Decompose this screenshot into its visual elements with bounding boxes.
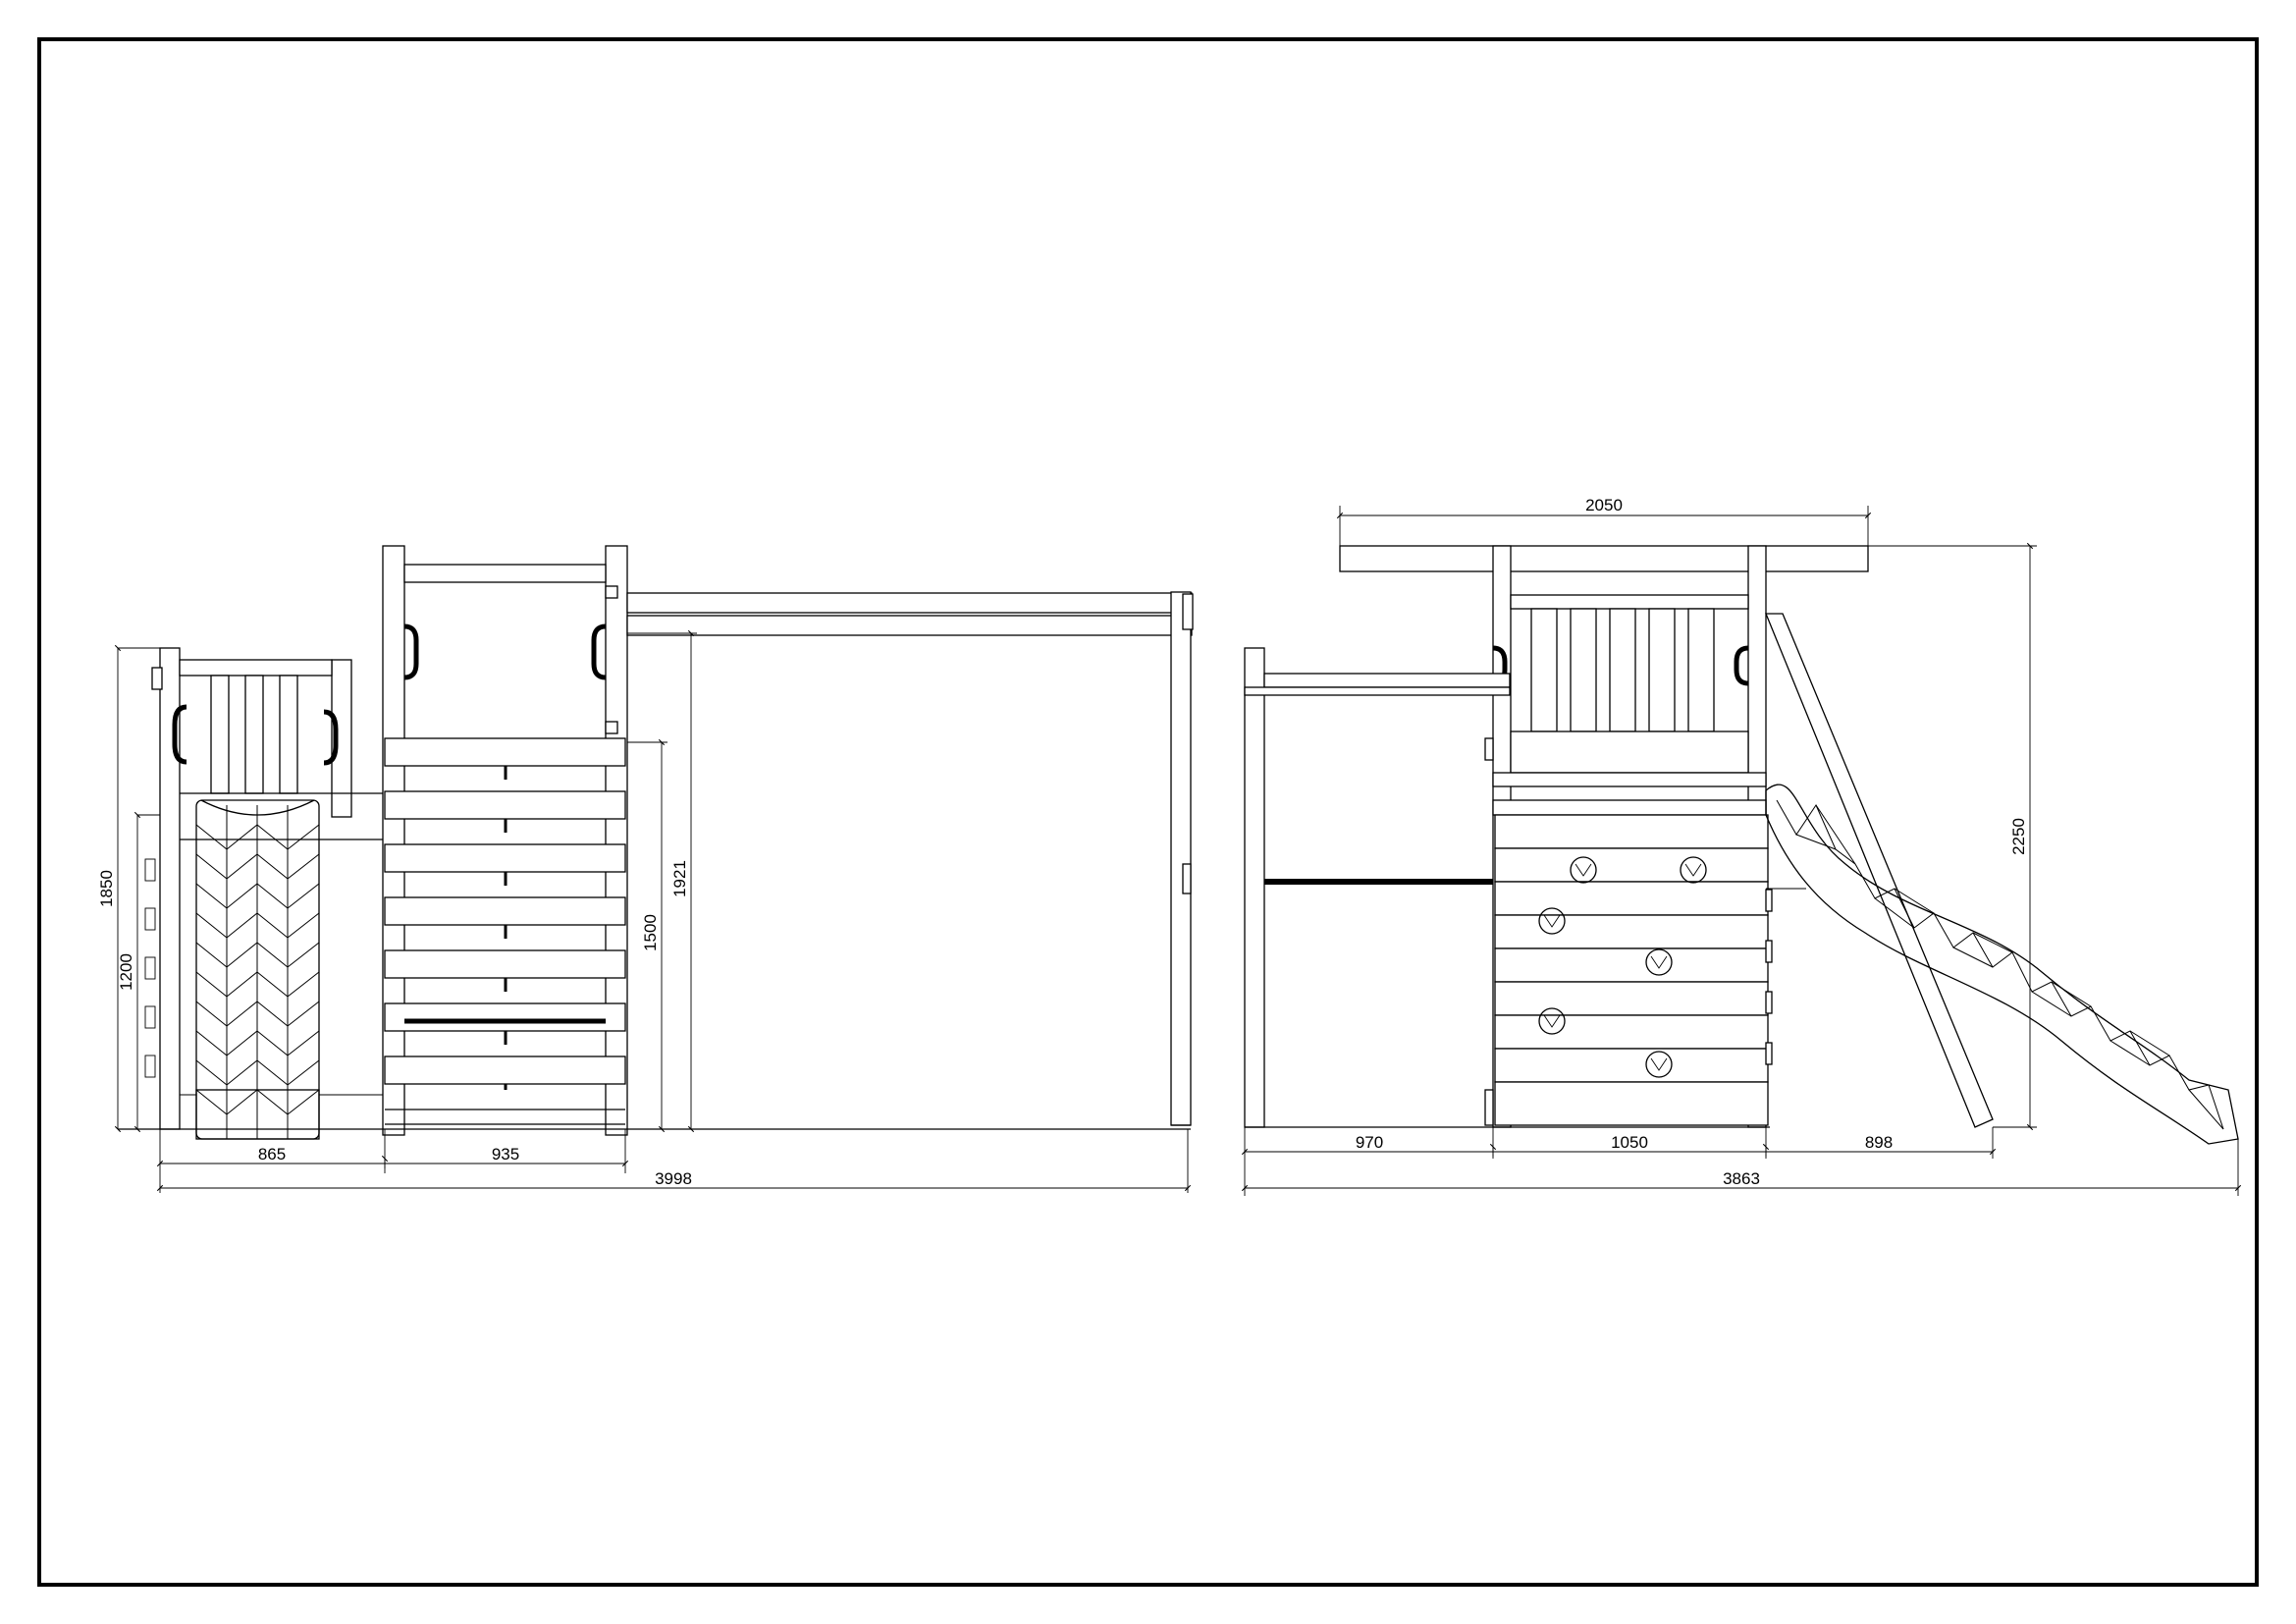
handle-icon <box>403 623 419 680</box>
climbing-hold-icon <box>1570 856 1597 884</box>
dim-1850: 1850 <box>97 870 116 907</box>
swing-beam <box>626 591 1194 1126</box>
dim-1200: 1200 <box>117 953 135 991</box>
climbing-hold-icon <box>1680 856 1707 884</box>
climbing-hold-icon <box>1645 1051 1673 1078</box>
dim-2250: 2250 <box>2009 818 2028 855</box>
tunnel-slide <box>195 799 320 1140</box>
climbing-wall <box>1494 814 1769 1126</box>
handle-icon <box>172 704 187 765</box>
handle-icon <box>323 709 339 766</box>
right-dimensions: 2050 2250 970 1050 898 3863 <box>1241 496 2242 1196</box>
left-view <box>118 545 1194 1140</box>
dim-898: 898 <box>1865 1133 1893 1152</box>
wavy-slide <box>1765 784 2239 1145</box>
dim-935: 935 <box>492 1145 519 1164</box>
dim-1050: 1050 <box>1611 1133 1648 1152</box>
left-dimensions: 1850 1200 1500 1921 865 935 3998 <box>97 629 1192 1193</box>
handle-icon <box>591 623 607 680</box>
dim-865: 865 <box>258 1145 286 1164</box>
climbing-hold-icon <box>1538 907 1566 935</box>
dim-970: 970 <box>1356 1133 1383 1152</box>
dim-1500: 1500 <box>641 914 660 951</box>
dim-3998: 3998 <box>655 1169 692 1188</box>
climbing-hold-icon <box>1645 948 1673 976</box>
dim-3863: 3863 <box>1723 1169 1760 1188</box>
climbing-wall-boards <box>384 737 626 1125</box>
dim-2050: 2050 <box>1585 496 1623 514</box>
dim-1921: 1921 <box>670 860 689 897</box>
sheet-border <box>37 37 2259 1587</box>
climbing-hold-icon <box>1538 1007 1566 1035</box>
right-view <box>1244 545 2239 1145</box>
handle-icon <box>1734 645 1749 686</box>
